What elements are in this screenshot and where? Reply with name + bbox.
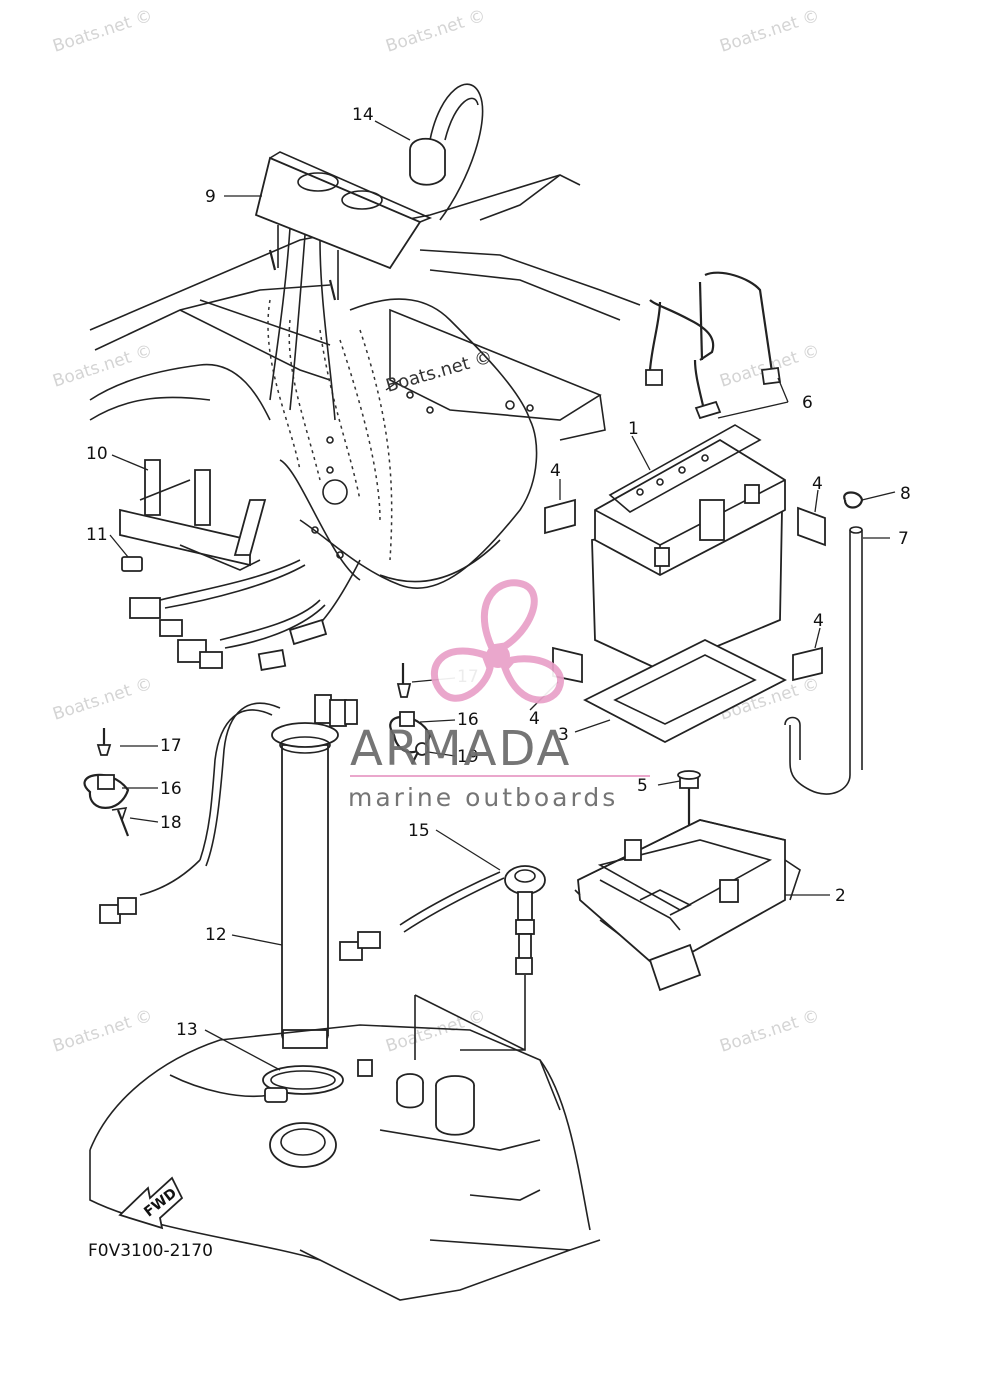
- part-17-rivet-center: [396, 663, 412, 698]
- watermark: Boats.net ©: [50, 6, 155, 57]
- part-12-fuel-sender: [99, 694, 358, 1049]
- part-14-grommet: [409, 83, 484, 221]
- callout-4: 4: [529, 709, 540, 729]
- callout-16: 16: [160, 779, 182, 799]
- fuel-tank: [89, 1024, 601, 1301]
- watermark-strong: Boats.net ©: [384, 346, 495, 396]
- callout-1: 1: [628, 419, 639, 439]
- part-19-nut-center: [411, 742, 429, 765]
- armada-logo: ARMADA marine outboards: [348, 579, 650, 812]
- callout-4: 4: [812, 474, 823, 494]
- part-9-meter: [254, 151, 433, 421]
- part-8-clip: [843, 491, 864, 509]
- part-15-sensor: [339, 865, 546, 1060]
- fwd-arrow: FWD: [118, 1176, 184, 1230]
- callout-14: 14: [352, 105, 374, 125]
- part-7-vent-tube: [784, 526, 863, 795]
- watermark: Boats.net ©: [717, 1006, 822, 1057]
- callout-12: 12: [205, 925, 227, 945]
- watermark: Boats.net ©: [717, 6, 822, 57]
- callout-11: 11: [86, 525, 108, 545]
- watermark: Boats.net ©: [383, 6, 488, 57]
- callout-6: 6: [802, 393, 813, 413]
- part-2-battery-box: [574, 819, 801, 992]
- brand-divider: [350, 775, 650, 777]
- callout-19: 19: [457, 747, 479, 767]
- part-4-pad-b: [797, 506, 826, 547]
- callout-3: 3: [558, 725, 569, 745]
- part-17-rivet-left: [96, 728, 112, 756]
- part-18-tie-left: [111, 807, 130, 837]
- callout-16: 16: [457, 710, 479, 730]
- callout-4: 4: [813, 611, 824, 631]
- wire-harness: [129, 559, 361, 672]
- part-16-clamp-center: [389, 711, 432, 754]
- callout-10: 10: [86, 444, 108, 464]
- part-11-clip: [121, 556, 143, 572]
- callout-17: 17: [160, 736, 182, 756]
- part-4-pad-a: [544, 498, 576, 535]
- callout-15: 15: [408, 821, 430, 841]
- callout-4: 4: [550, 461, 561, 481]
- part-3-mat: [583, 638, 787, 744]
- watermark: Boats.net ©: [50, 341, 155, 392]
- callout-7: 7: [898, 529, 909, 549]
- callout-2: 2: [835, 886, 846, 906]
- callout-labels: 1 2 3 4 4 4 4 5 6 7 8 9 10 11 12 13 14 1…: [86, 105, 911, 1040]
- diagram-code: F0V3100-2170: [88, 1241, 213, 1261]
- callout-18: 18: [160, 813, 182, 833]
- brand-tagline: marine outboards: [348, 783, 618, 812]
- callout-13: 13: [176, 1020, 198, 1040]
- callout-leaders: [109, 120, 896, 1071]
- callout-5: 5: [637, 776, 648, 796]
- callout-9: 9: [205, 187, 216, 207]
- propeller-icon: [430, 579, 564, 704]
- brand-name: ARMADA: [350, 721, 571, 777]
- part-16-clamp-left: [83, 773, 130, 809]
- part-6-battery-strap: [645, 271, 782, 420]
- watermark: Boats.net ©: [50, 1006, 155, 1057]
- part-1-battery: [591, 424, 786, 671]
- hull-frame: [89, 174, 641, 589]
- part-4-pad-d: [792, 646, 823, 682]
- watermark: Boats.net ©: [50, 674, 155, 725]
- part-10-bracket: [119, 459, 267, 571]
- callout-8: 8: [900, 484, 911, 504]
